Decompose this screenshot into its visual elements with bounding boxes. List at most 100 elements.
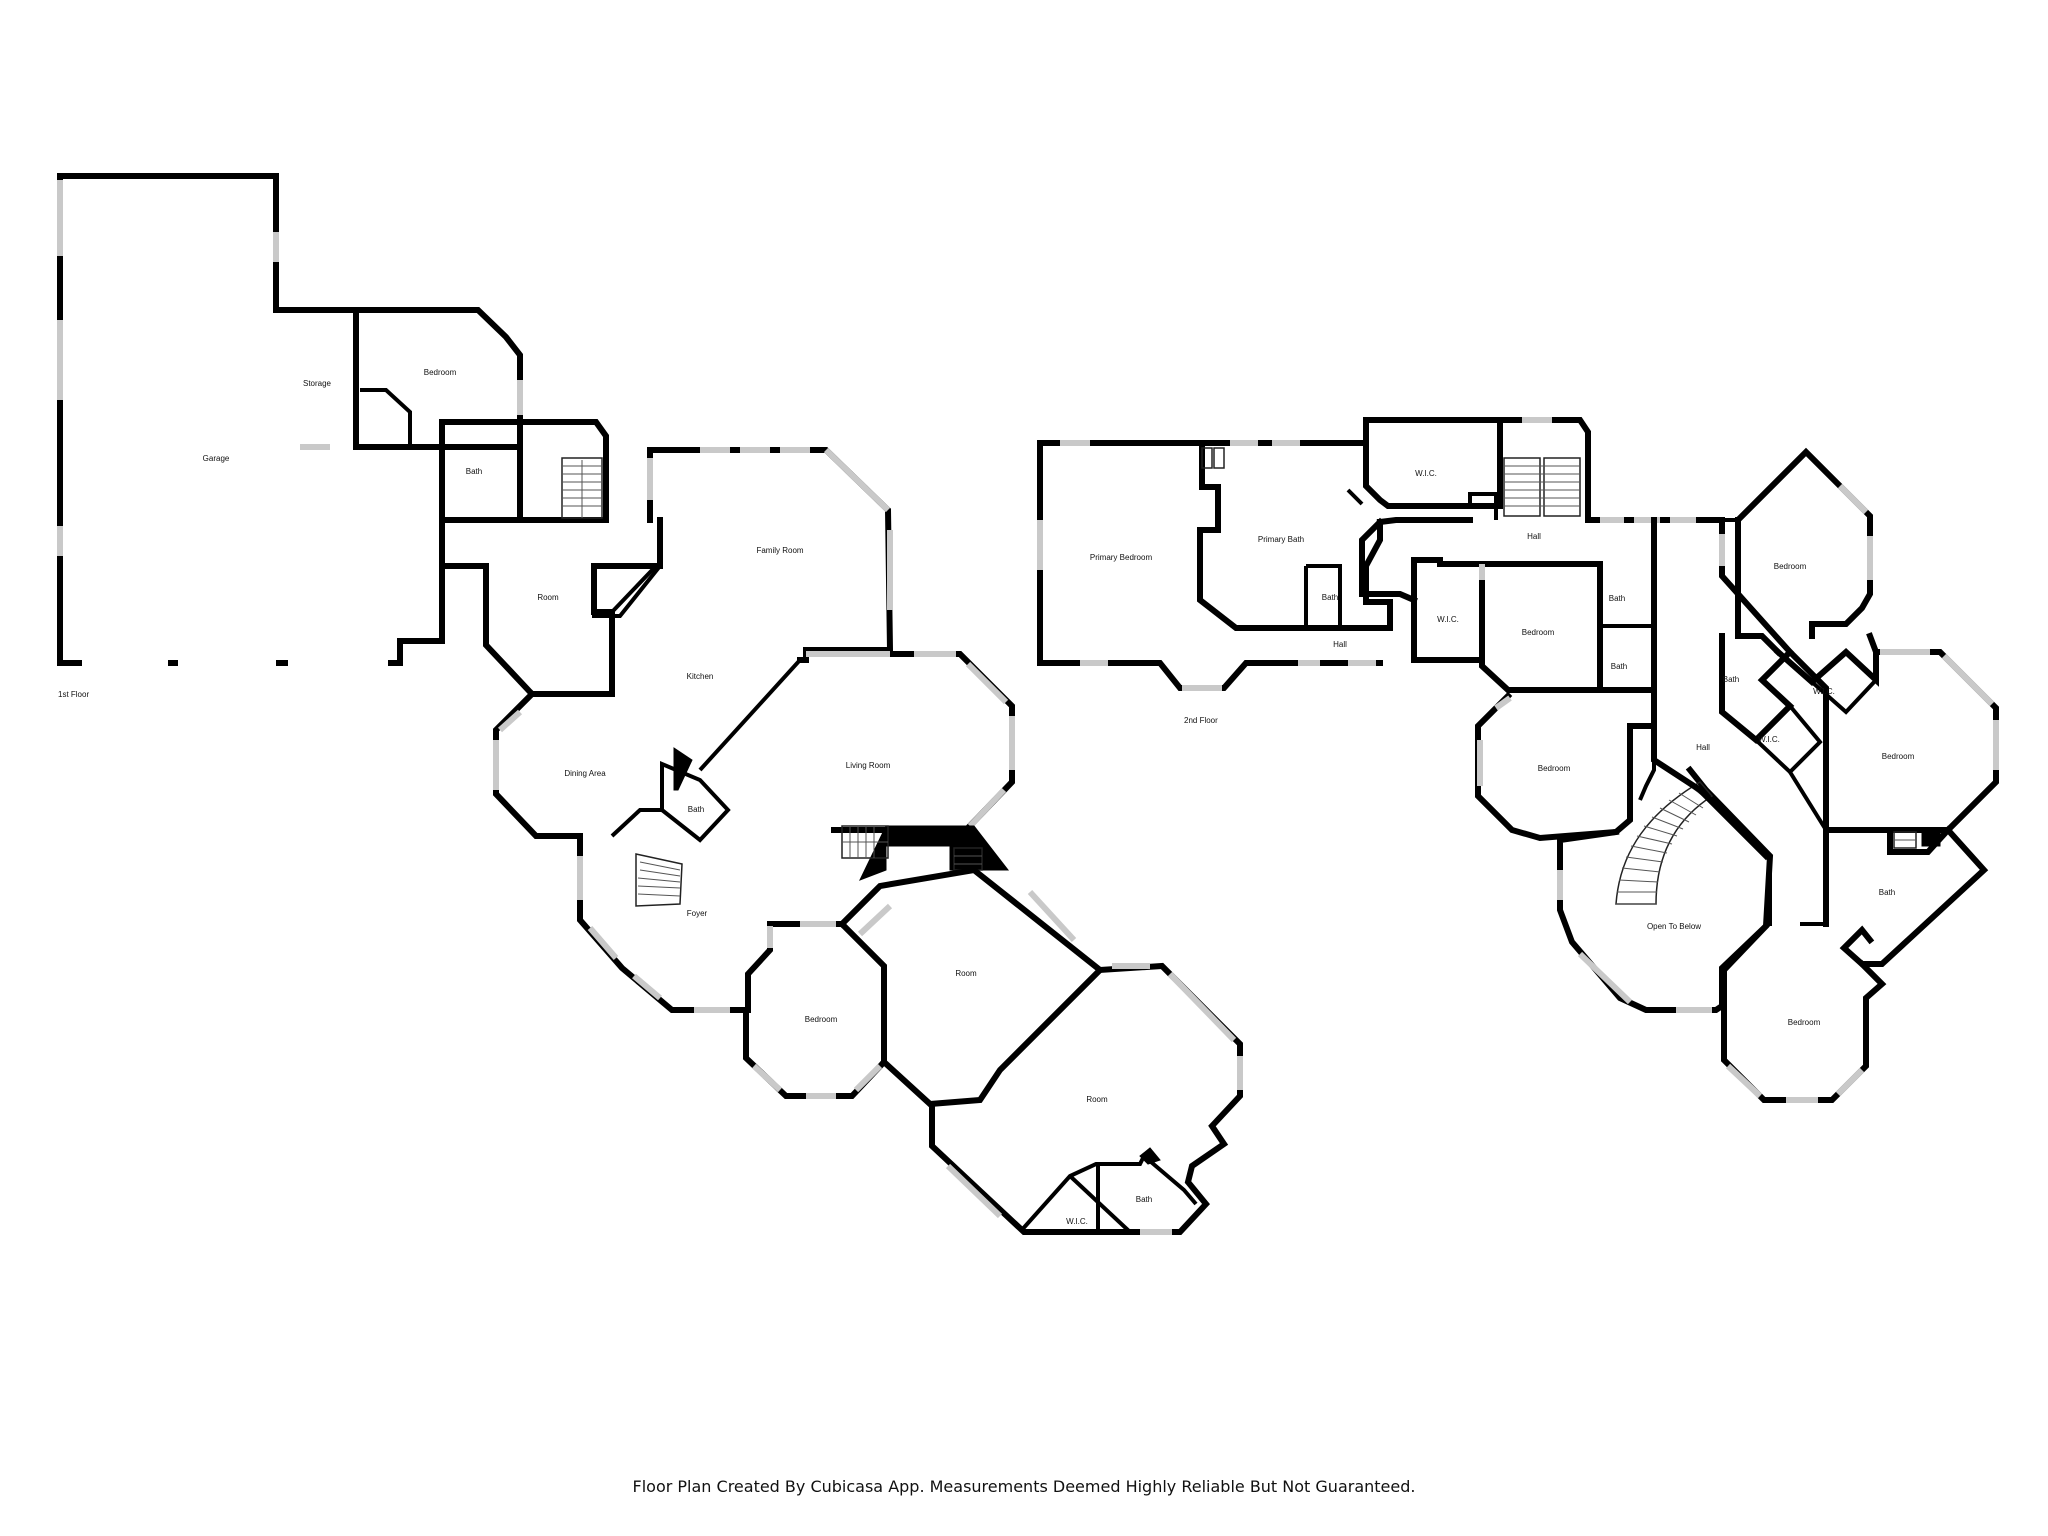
room-center-walls xyxy=(837,866,1105,1108)
stairs-up-1 xyxy=(561,457,603,519)
wic-top-walls xyxy=(1363,417,1503,509)
window xyxy=(632,973,662,1001)
second-floor-plan: Primary Bedroom Primary Bath Bath Hall W… xyxy=(1037,417,1999,1103)
footer-disclaimer: Floor Plan Created By Cubicasa App. Meas… xyxy=(632,1477,1416,1496)
wall xyxy=(592,564,662,618)
wic-mid-walls xyxy=(1411,557,1485,663)
room-label-wic: W.I.C. xyxy=(1066,1217,1088,1226)
room-label-bath: Bath xyxy=(1723,675,1739,684)
primary-bath-walls xyxy=(1199,417,1503,446)
wall xyxy=(1810,678,1878,715)
vanity xyxy=(1893,831,1917,849)
room-label-room: Room xyxy=(537,593,559,602)
floor-label-2nd: 2nd Floor xyxy=(1184,716,1218,725)
wall xyxy=(1468,492,1498,520)
wall xyxy=(1197,519,1393,631)
window xyxy=(853,1063,883,1093)
window xyxy=(1837,483,1869,515)
wall xyxy=(1306,564,1342,628)
wall xyxy=(1697,517,1829,831)
window xyxy=(945,1163,1003,1219)
bath-se-walls xyxy=(1823,825,1989,967)
window xyxy=(823,447,891,513)
room-label-bedroom: Bedroom xyxy=(1774,562,1807,571)
room-label-garage: Garage xyxy=(203,454,230,463)
room-label-bath: Bath xyxy=(1322,593,1338,602)
fireplace xyxy=(859,825,1010,881)
hall-east-walls xyxy=(1651,517,1771,861)
wall xyxy=(1754,704,1823,775)
room-label-bedroom: Bedroom xyxy=(1538,764,1571,773)
window xyxy=(857,903,893,937)
primary-bedroom-walls xyxy=(1037,440,1221,666)
room-label-hall: Hall xyxy=(1527,532,1541,541)
window xyxy=(1941,653,1995,707)
hall-walls xyxy=(1376,517,1473,526)
room-label-wic: W.I.C. xyxy=(1437,615,1459,624)
room-label-open-to-below: Open To Below xyxy=(1647,922,1701,931)
room-label-wic: W.I.C. xyxy=(1813,687,1835,696)
room-label-primary-bedroom: Primary Bedroom xyxy=(1090,553,1153,562)
room-label-family-room: Family Room xyxy=(756,546,803,555)
room-label-bedroom: Bedroom xyxy=(1522,628,1555,637)
room-label-dining-area: Dining Area xyxy=(564,769,606,778)
floor-label-1st: 1st Floor xyxy=(58,690,89,699)
wall xyxy=(1788,770,1828,832)
room-label-bath: Bath xyxy=(1611,662,1627,671)
room-label-wic: W.I.C. xyxy=(1758,735,1780,744)
room-right-walls xyxy=(929,962,1243,1235)
window xyxy=(587,926,619,960)
window xyxy=(1167,971,1237,1043)
bedroom-s-walls xyxy=(1721,921,1887,1103)
window xyxy=(1577,951,1633,1005)
room-label-bedroom: Bedroom xyxy=(1882,752,1915,761)
stairs-top-walls xyxy=(1497,417,1703,523)
stairs-up-2 xyxy=(1503,457,1581,517)
room-left-walls xyxy=(439,517,663,697)
window xyxy=(1725,1063,1763,1099)
room-label-bath: Bath xyxy=(1879,888,1895,897)
room-label-primary-bath: Primary Bath xyxy=(1258,535,1304,544)
window xyxy=(751,1063,783,1093)
room-label-kitchen: Kitchen xyxy=(687,672,714,681)
room-label-bath: Bath xyxy=(1609,594,1625,603)
window xyxy=(1835,1067,1865,1097)
wall-solid xyxy=(1921,829,1941,847)
open-to-below-walls xyxy=(1557,765,1774,1013)
wall xyxy=(1479,657,1613,693)
window xyxy=(1494,695,1512,711)
room-label-bedroom: Bedroom xyxy=(424,368,457,377)
room-label-bedroom: Bedroom xyxy=(1788,1018,1821,1027)
wall-solid xyxy=(1139,1147,1161,1165)
room-label-room: Room xyxy=(955,969,977,978)
bath-mid-walls xyxy=(610,760,731,843)
wall xyxy=(360,388,412,447)
room-label-bedroom: Bedroom xyxy=(805,1015,838,1024)
room-label-bath: Bath xyxy=(1136,1195,1152,1204)
wic-e-walls xyxy=(1719,633,1795,745)
wall xyxy=(1068,1174,1132,1234)
garage-walls xyxy=(57,173,445,666)
wall xyxy=(1037,660,1383,691)
room-label-hall: Hall xyxy=(1333,640,1347,649)
wic-bath-walls xyxy=(1018,1152,1198,1234)
wall xyxy=(1346,488,1364,506)
wall-solid xyxy=(673,747,693,791)
tub xyxy=(1201,447,1225,469)
room-label-room: Room xyxy=(1086,1095,1108,1104)
foyer-walls xyxy=(577,833,751,1013)
wall xyxy=(1773,632,1879,687)
room-label-living-room: Living Room xyxy=(846,761,891,770)
bedroom-ne-walls xyxy=(1733,447,1873,639)
window xyxy=(965,661,1009,705)
wall xyxy=(1735,517,1783,657)
room-label-bath: Bath xyxy=(466,467,482,476)
stairs-down-1 xyxy=(841,825,889,859)
dining-area-walls xyxy=(493,689,583,839)
window xyxy=(1027,889,1077,943)
wall xyxy=(1359,517,1418,604)
room-label-hall: Hall xyxy=(1696,743,1710,752)
wall xyxy=(698,658,802,772)
room-label-foyer: Foyer xyxy=(687,909,708,918)
room-label-storage: Storage xyxy=(303,379,332,388)
